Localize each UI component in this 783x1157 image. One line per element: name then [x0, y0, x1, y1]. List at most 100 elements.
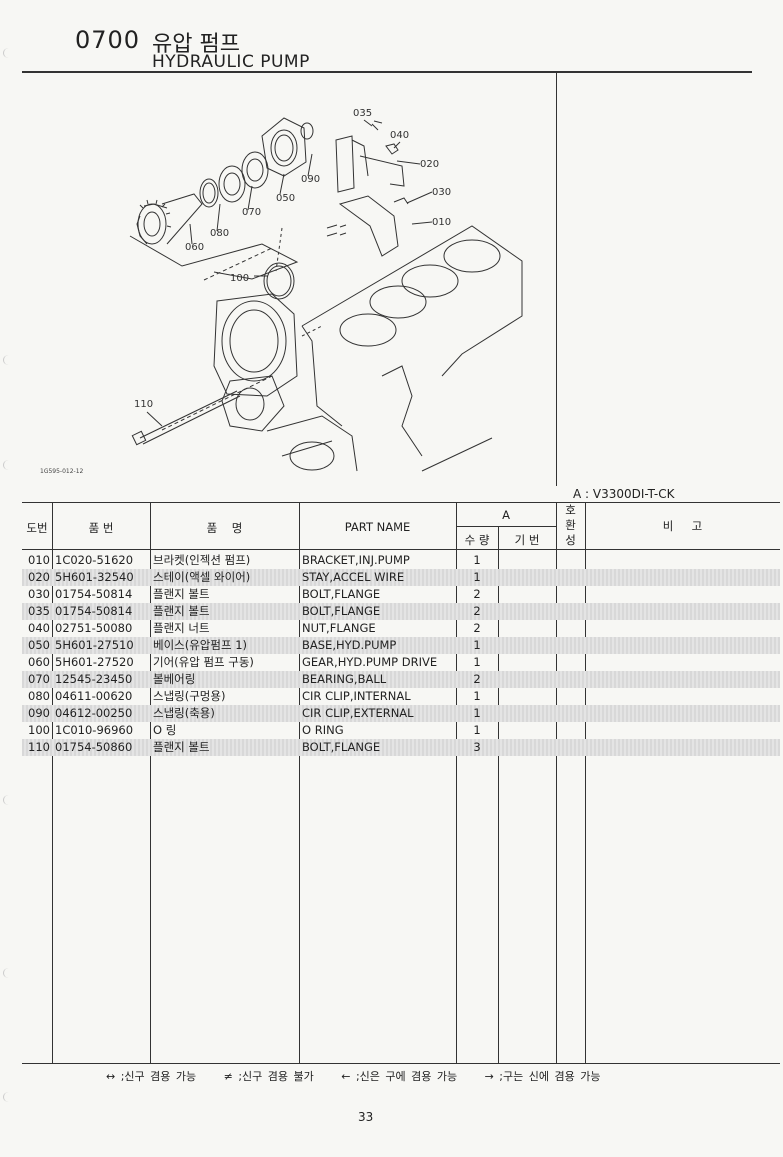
cell-part-name: CIR CLIP,INTERNAL	[302, 689, 411, 703]
table-row: 030 01754-50814 플랜지 볼트 BOLT,FLANGE 2	[22, 586, 780, 603]
col-divider	[498, 526, 499, 1063]
cell-part-no: 02751-50080	[55, 621, 133, 635]
table-row: 090 04612-00250 스냅링(축용) CIR CLIP,EXTERNA…	[22, 705, 780, 722]
header-remarks: 비 고	[662, 519, 703, 533]
cell-quantity: 1	[473, 570, 481, 584]
cell-quantity: 2	[473, 587, 481, 601]
cell-drawing-no: 060	[28, 655, 50, 669]
cell-quantity: 1	[473, 638, 481, 652]
cell-part-name: BOLT,FLANGE	[302, 740, 381, 754]
table-row: 080 04611-00620 스냅링(구멍용) CIR CLIP,INTERN…	[22, 688, 780, 705]
cell-part-name: NUT,FLANGE	[302, 621, 376, 635]
callout-020: 020	[420, 159, 439, 170]
callout-100: 100	[230, 273, 249, 284]
cell-quantity: 1	[473, 723, 481, 737]
cell-part-name: CIR CLIP,EXTERNAL	[302, 706, 414, 720]
cell-part-no: 01754-50814	[55, 604, 133, 618]
callout-070: 070	[242, 207, 261, 218]
table-row: 100 1C010-96960 O 링 O RING 1	[22, 722, 780, 739]
table-bottom-rule	[22, 1063, 780, 1064]
col-divider	[299, 502, 300, 1063]
cell-korean-name: 베이스(유압펌프 1)	[153, 638, 248, 652]
table-row: 070 12545-23450 볼베어링 BEARING,BALL 2	[22, 671, 780, 688]
cell-quantity: 2	[473, 672, 481, 686]
cell-korean-name: 플랜지 볼트	[153, 740, 210, 754]
gear-drawing	[136, 193, 203, 245]
diagram-divider	[556, 72, 557, 486]
cell-korean-name: 플랜지 볼트	[153, 604, 210, 618]
cell-part-name: GEAR,HYD.PUMP DRIVE	[302, 655, 438, 669]
table-top-rule	[22, 502, 780, 503]
callout-050: 050	[276, 193, 295, 204]
table-row: 035 01754-50814 플랜지 볼트 BOLT,FLANGE 2	[22, 603, 780, 620]
cell-drawing-no: 030	[28, 587, 50, 601]
cell-korean-name: 플랜지 볼트	[153, 587, 210, 601]
page-number: 33	[358, 1110, 374, 1124]
cell-korean-name: O 링	[153, 723, 177, 737]
cell-drawing-no: 035	[28, 604, 50, 618]
callout-035: 035	[353, 108, 372, 119]
callout-030: 030	[432, 187, 451, 198]
cell-part-name: BASE,HYD.PUMP	[302, 638, 397, 652]
callout-010: 010	[432, 217, 451, 228]
header-drawing-no: 도번	[26, 521, 48, 535]
table-row: 050 5H601-27510 베이스(유압펌프 1) BASE,HYD.PUM…	[22, 637, 780, 654]
cell-part-no: 1C010-96960	[55, 723, 134, 737]
cell-drawing-no: 050	[28, 638, 50, 652]
punch-mark	[3, 460, 14, 470]
cell-quantity: 1	[473, 553, 481, 567]
section-title-english: HYDRAULIC PUMP	[152, 52, 310, 72]
cell-part-name: BOLT,FLANGE	[302, 604, 381, 618]
header-rule	[22, 71, 752, 73]
cell-part-no: 5H601-27520	[55, 655, 134, 669]
cell-part-no: 12545-23450	[55, 672, 133, 686]
model-note: A : V3300DI-T-CK	[573, 487, 675, 501]
table-row: 110 01754-50860 플랜지 볼트 BOLT,FLANGE 3	[22, 739, 780, 756]
cell-korean-name: 기어(유압 펌프 구동)	[153, 655, 254, 669]
cell-korean-name: 스테이(액셀 와이어)	[153, 570, 251, 584]
cell-part-name: BOLT,FLANGE	[302, 587, 381, 601]
cell-korean-name: 스냅링(구멍용)	[153, 689, 226, 703]
cell-part-name: O RING	[302, 723, 344, 737]
cell-part-name: STAY,ACCEL WIRE	[302, 570, 405, 584]
exploded-parts-diagram: 035 040 020 090 030 050 070 010 080 060 …	[22, 76, 552, 486]
cell-korean-name: 볼베어링	[153, 672, 196, 686]
interchangeability-legend: ↔ ;신구 겸용 가능 ≠ ;신구 겸용 불가 ← ;신은 구에 겸용 가능 →…	[106, 1070, 601, 1083]
cell-quantity: 3	[473, 740, 481, 754]
cell-part-no: 5H601-32540	[55, 570, 134, 584]
table-header-rule	[22, 549, 780, 550]
cell-part-no: 5H601-27510	[55, 638, 134, 652]
table-row: 060 5H601-27520 기어(유압 펌프 구동) GEAR,HYD.PU…	[22, 654, 780, 671]
header-group-a: A	[502, 508, 510, 522]
callout-040: 040	[390, 130, 409, 141]
col-divider	[456, 502, 457, 1063]
cell-part-no: 01754-50860	[55, 740, 133, 754]
cell-part-name: BEARING,BALL	[302, 672, 387, 686]
header-part-no: 품 번	[88, 521, 114, 535]
cell-drawing-no: 040	[28, 621, 50, 635]
cell-quantity: 1	[473, 689, 481, 703]
cell-drawing-no: 070	[28, 672, 50, 686]
callout-080: 080	[210, 228, 229, 239]
cell-korean-name: 스냅링(축용)	[153, 706, 215, 720]
col-divider	[556, 502, 557, 1063]
header-part-name: PART NAME	[344, 520, 411, 534]
cell-drawing-no: 020	[28, 570, 50, 584]
cell-quantity: 1	[473, 706, 481, 720]
cell-part-no: 01754-50814	[55, 587, 133, 601]
table-row: 040 02751-50080 플랜지 너트 NUT,FLANGE 2	[22, 620, 780, 637]
cell-drawing-no: 110	[28, 740, 50, 754]
cell-drawing-no: 010	[28, 553, 50, 567]
col-divider	[585, 502, 586, 1063]
cell-part-no: 04611-00620	[55, 689, 133, 703]
col-divider	[52, 502, 53, 1063]
cell-drawing-no: 100	[28, 723, 50, 737]
header-quantity: 수 량	[464, 533, 490, 547]
callout-110: 110	[134, 399, 153, 410]
cell-part-no: 1C020-51620	[55, 553, 134, 567]
section-title-korean: 유압 펌프	[152, 32, 240, 57]
punch-mark	[3, 48, 14, 58]
group-a-rule	[456, 526, 556, 527]
punch-mark	[3, 968, 14, 978]
col-divider	[150, 502, 151, 1063]
